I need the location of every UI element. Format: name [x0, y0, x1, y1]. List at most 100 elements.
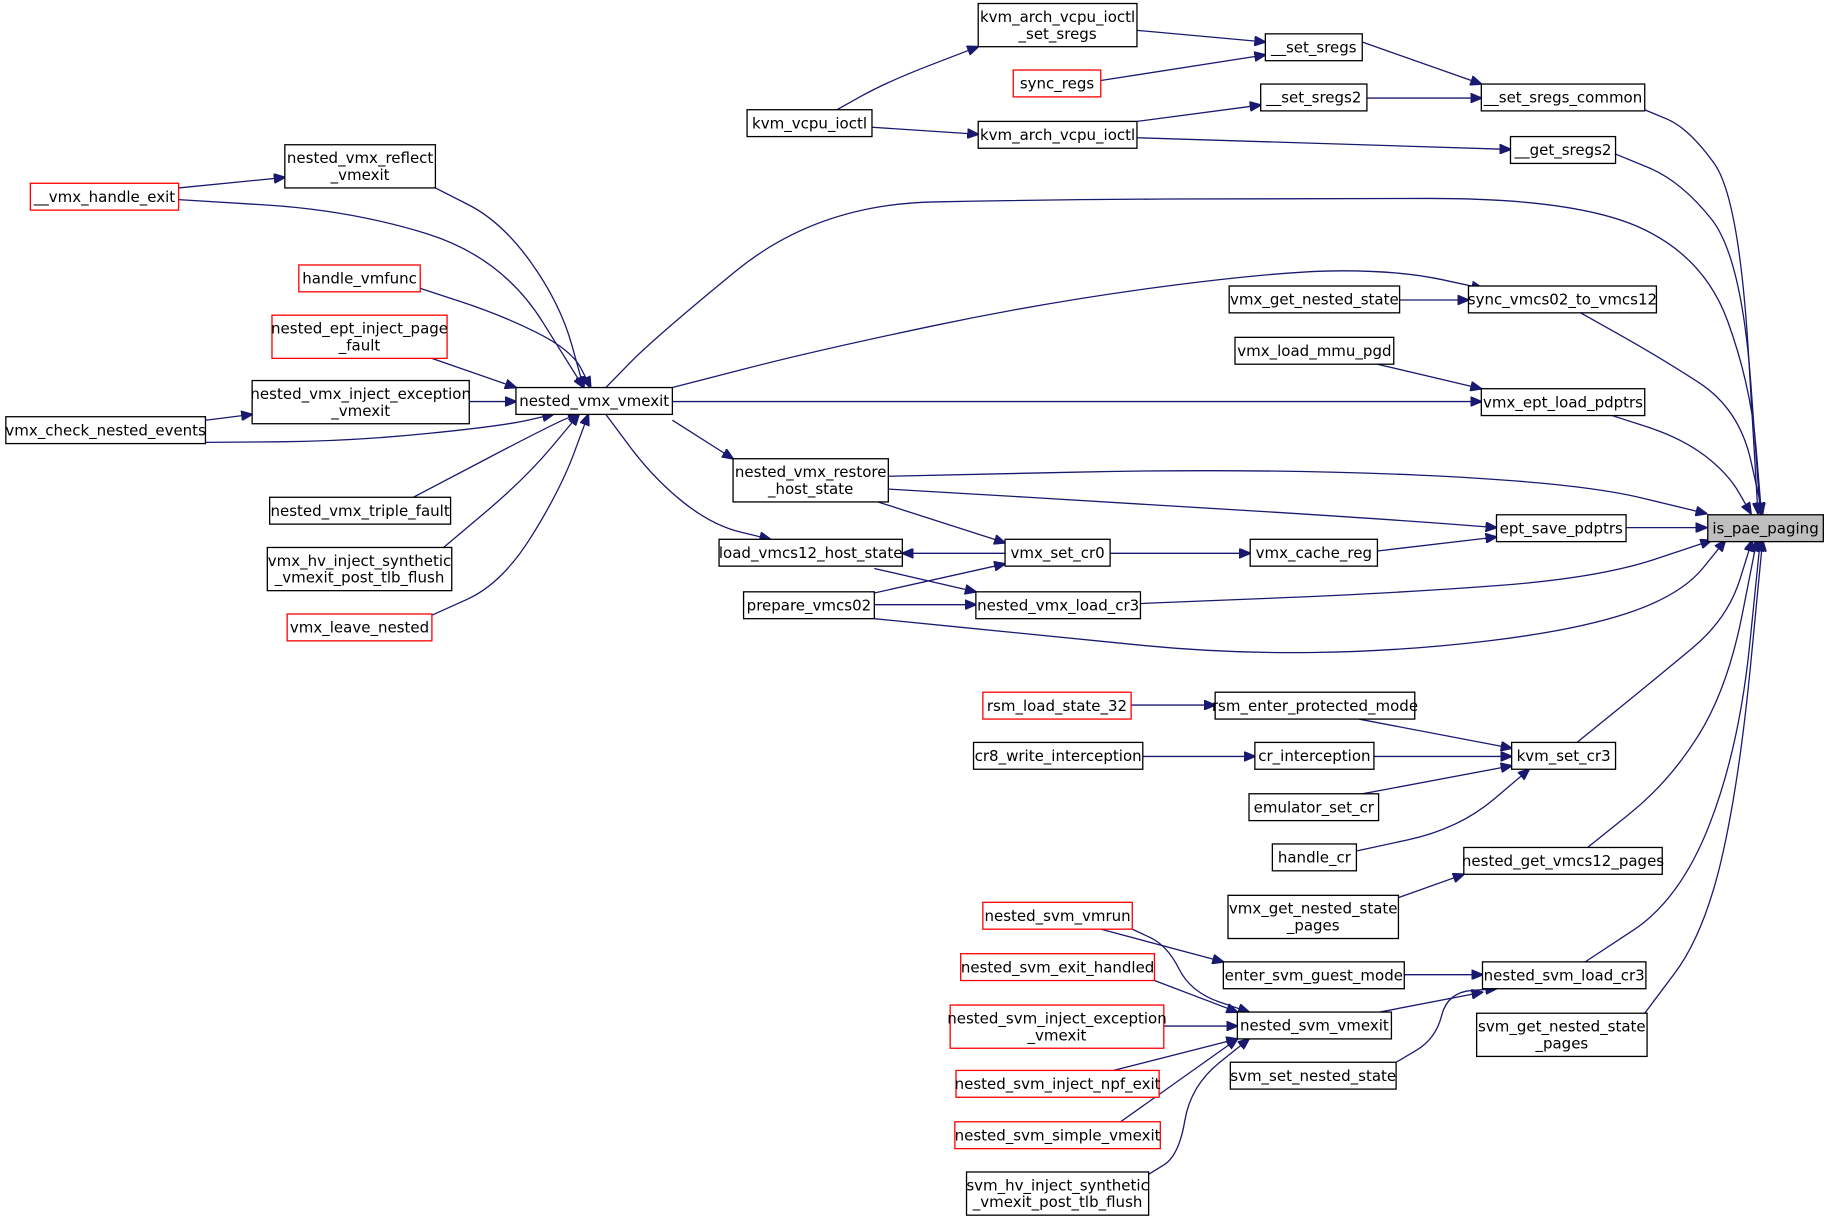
node-kvm-arch-vcpu-ioctl[interactable]: kvm_arch_vcpu_ioctl — [977, 120, 1138, 149]
node-vmx-get-nested-state[interactable]: vmx_get_nested_state — [1228, 285, 1401, 314]
call-edge-e41 — [605, 414, 771, 539]
node-box — [1271, 843, 1358, 872]
node-box — [1214, 691, 1416, 720]
node-nested-svm-vmexit[interactable]: nested_svm_vmexit — [1236, 1011, 1393, 1040]
node-label: nested_vmx_load_cr3 — [977, 596, 1139, 615]
node-label: svm_get_nested_state — [1478, 1018, 1646, 1037]
node-label: vmx_hv_inject_synthetic — [268, 552, 452, 571]
node-nested-vmx-inject-exception-vmexit[interactable]: nested_vmx_inject_exception_vmexit — [250, 379, 471, 425]
call-edge-e38 — [874, 500, 1005, 543]
node-label: sync_vmcs02_to_vmcs12 — [1468, 291, 1657, 310]
node-rsm-enter-protected-mode[interactable]: rsm_enter_protected_mode — [1212, 691, 1418, 720]
node-nested-vmx-vmexit[interactable]: nested_vmx_vmexit — [515, 386, 674, 416]
node-label: nested_svm_inject_exception — [947, 1009, 1167, 1028]
node-box — [975, 591, 1142, 620]
node-nested-vmx-load-cr3[interactable]: nested_vmx_load_cr3 — [975, 591, 1142, 620]
node-handle-cr[interactable]: handle_cr — [1271, 843, 1358, 872]
node-label: cr_interception — [1258, 747, 1370, 766]
node-label: vmx_load_mmu_pgd — [1237, 342, 1391, 361]
node-vmx-check-nested-events[interactable]: vmx_check_nested_events — [5, 416, 207, 445]
node-box — [251, 379, 470, 425]
node-label: vmx_check_nested_events — [5, 421, 206, 440]
node-label: svm_set_nested_state — [1230, 1067, 1396, 1086]
node-sync-vmcs02-to-vmcs12[interactable]: sync_vmcs02_to_vmcs12 — [1468, 285, 1657, 314]
node-set-sregs-common[interactable]: __set_sregs_common — [1480, 83, 1646, 112]
call-edge-e10 — [1576, 540, 1752, 743]
node-vmx-ept-load-pdptrs[interactable]: vmx_ept_load_pdptrs — [1480, 388, 1646, 417]
call-edge-e3 — [605, 197, 1762, 513]
node-box — [29, 182, 180, 211]
node-box — [954, 1121, 1161, 1150]
call-edge-e11 — [1587, 540, 1757, 848]
node-kvm-vcpu-ioctl[interactable]: kvm_vcpu_ioctl — [746, 109, 873, 138]
node-box — [1227, 894, 1400, 940]
node-box — [284, 144, 437, 189]
node-vmx-handle-exit[interactable]: __vmx_handle_exit — [29, 182, 180, 211]
node-svm-set-nested-state[interactable]: svm_set_nested_state — [1229, 1061, 1397, 1090]
node-label: kvm_arch_vcpu_ioctl — [980, 126, 1135, 145]
node-box — [1509, 135, 1617, 165]
call-edge-e47 — [1132, 928, 1249, 1012]
node-box — [1495, 514, 1627, 543]
node-nested-vmx-reflect-vmexit[interactable]: nested_vmx_reflect_vmexit — [284, 144, 437, 189]
node-label: __set_sregs — [1270, 38, 1357, 57]
node-label: nested_svm_vmrun — [985, 907, 1131, 926]
node-nested-svm-inject-exception-vmexit[interactable]: nested_svm_inject_exception_vmexit — [947, 1004, 1167, 1049]
node-nested-svm-inject-npf-exit[interactable]: nested_svm_inject_npf_exit — [955, 1069, 1161, 1098]
node-nested-get-vmcs12-pages[interactable]: nested_get_vmcs12_pages — [1462, 846, 1664, 875]
node-box — [1481, 961, 1647, 990]
node-vmx-hv-inject-synthetic-vmexit-post-tlb-flush[interactable]: vmx_hv_inject_synthetic_vmexit_post_tlb_… — [266, 546, 453, 592]
node-box — [949, 1004, 1165, 1049]
node-prepare-vmcs02[interactable]: prepare_vmcs02 — [742, 591, 875, 620]
node-kvm-set-cr3[interactable]: kvm_set_cr3 — [1511, 741, 1617, 770]
node-is-pae-paging[interactable]: is_pae_paging — [1707, 514, 1824, 543]
call-edge-e2 — [1615, 153, 1761, 514]
call-edge-e59 — [443, 414, 579, 548]
call-edge-e32 — [1100, 55, 1266, 82]
node-emulator-set-cr[interactable]: emulator_set_cr — [1248, 793, 1380, 822]
node-label: rsm_enter_protected_mode — [1212, 697, 1418, 716]
node-nested-svm-simple-vmexit[interactable]: nested_svm_simple_vmexit — [954, 1121, 1161, 1150]
node-label: svm_hv_inject_synthetic — [966, 1176, 1149, 1195]
node-nested-ept-inject-page-fault[interactable]: nested_ept_inject_page_fault — [271, 314, 448, 360]
node-cr-interception[interactable]: cr_interception — [1254, 741, 1375, 770]
node-nested-svm-load-cr3[interactable]: nested_svm_load_cr3 — [1481, 961, 1647, 990]
node-vmx-set-cr0[interactable]: vmx_set_cr0 — [1004, 538, 1111, 567]
node-get-sregs2[interactable]: __get_sregs2 — [1509, 135, 1617, 165]
node-vmx-get-nested-state-pages[interactable]: vmx_get_nested_state_pages — [1227, 894, 1400, 940]
node-label: __set_sregs2 — [1265, 89, 1361, 108]
node-label: _vmexit_post_tlb_flush — [972, 1193, 1143, 1212]
node-svm-hv-inject-synthetic-vmexit-post-tlb-flush[interactable]: svm_hv_inject_synthetic_vmexit_post_tlb_… — [965, 1171, 1150, 1216]
node-label: is_pae_paging — [1712, 519, 1818, 538]
node-ept-save-pdptrs[interactable]: ept_save_pdptrs — [1495, 514, 1627, 543]
call-edge-e31 — [1136, 29, 1265, 42]
node-label: handle_vmfunc — [302, 270, 417, 289]
node-set-sregs2[interactable]: __set_sregs2 — [1260, 83, 1368, 112]
node-load-vmcs12-host-state[interactable]: load_vmcs12_host_state — [718, 538, 903, 567]
call-edge-e18 — [672, 270, 1482, 389]
node-rsm-load-state-32[interactable]: rsm_load_state_32 — [982, 691, 1132, 720]
node-label: cr8_write_interception — [975, 747, 1142, 766]
node-sync-regs[interactable]: sync_regs — [1012, 69, 1102, 98]
call-edge-e1 — [1644, 109, 1758, 514]
node-vmx-cache-reg[interactable]: vmx_cache_reg — [1249, 538, 1379, 567]
node-vmx-load-mmu-pgd[interactable]: vmx_load_mmu_pgd — [1234, 336, 1395, 365]
node-label: nested_vmx_inject_exception — [250, 385, 471, 404]
call-edge-e36 — [672, 419, 733, 459]
node-handle-vmfunc[interactable]: handle_vmfunc — [298, 264, 421, 293]
node-nested-svm-vmrun[interactable]: nested_svm_vmrun — [982, 901, 1133, 930]
node-svm-get-nested-state-pages[interactable]: svm_get_nested_state_pages — [1475, 1012, 1648, 1058]
node-nested-svm-exit-handled[interactable]: nested_svm_exit_handled — [960, 953, 1156, 982]
node-enter-svm-guest-mode[interactable]: enter_svm_guest_mode — [1222, 961, 1405, 990]
call-edge-e40 — [874, 564, 1005, 594]
node-vmx-leave-nested[interactable]: vmx_leave_nested — [286, 613, 433, 642]
node-set-sregs[interactable]: __set_sregs — [1264, 33, 1363, 62]
call-edge-e33 — [1136, 105, 1261, 123]
node-cr8-write-interception[interactable]: cr8_write_interception — [972, 741, 1144, 770]
call-edge-e61 — [205, 414, 553, 444]
node-nested-vmx-triple-fault[interactable]: nested_vmx_triple_fault — [268, 496, 452, 525]
node-nested-vmx-restore-host-state[interactable]: nested_vmx_restore_host_state — [732, 458, 889, 503]
node-label: vmx_cache_reg — [1256, 544, 1372, 563]
node-kvm-arch-vcpu-ioctl-set-sregs[interactable]: kvm_arch_vcpu_ioctl_set_sregs — [977, 2, 1138, 48]
node-box — [746, 109, 873, 138]
